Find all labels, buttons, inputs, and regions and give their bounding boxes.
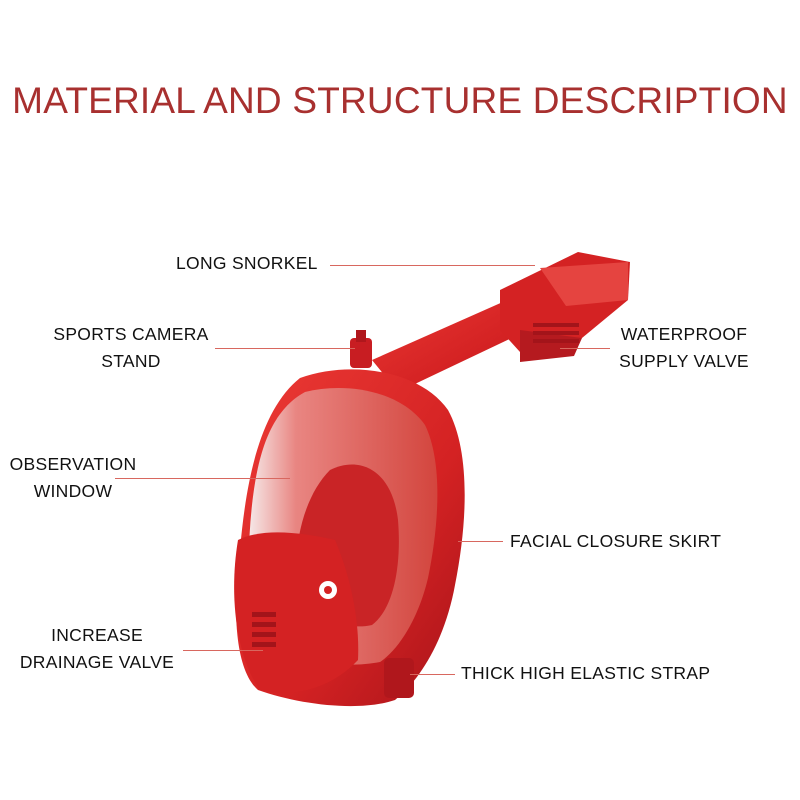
label-long-snorkel: LONG SNORKEL	[176, 253, 318, 273]
leader-line-valve	[560, 348, 610, 349]
label-sports-camera-line2: STAND	[101, 351, 161, 371]
label-drainage-line1: INCREASE	[51, 625, 143, 645]
leader-line-strap	[410, 674, 455, 675]
label-thick-elastic-strap: THICK HIGH ELASTIC STRAP	[461, 663, 711, 683]
label-facial-closure-skirt: FACIAL CLOSURE SKIRT	[510, 531, 722, 551]
leader-line-snorkel	[330, 265, 535, 266]
label-observation-line1: OBSERVATION	[9, 454, 137, 474]
label-supply-valve-line1: WATERPROOF	[620, 324, 748, 344]
label-sports-camera-stand: SPORTS CAMERA STAND	[40, 321, 222, 375]
snorkel-tube	[372, 252, 630, 392]
label-observation-window: OBSERVATION WINDOW	[0, 451, 146, 505]
leader-line-drainage	[183, 650, 263, 651]
label-increase-drainage-valve: INCREASE DRAINAGE VALVE	[12, 622, 182, 676]
label-observation-line2: WINDOW	[33, 481, 113, 501]
mask-frame	[234, 369, 465, 707]
camera-mount	[350, 330, 372, 368]
leader-line-camera	[215, 348, 355, 349]
label-waterproof-supply-valve: WATERPROOF SUPPLY VALVE	[608, 321, 760, 375]
leader-line-window	[115, 478, 290, 479]
label-supply-valve-line2: SUPPLY VALVE	[619, 351, 749, 371]
leader-line-skirt	[458, 541, 503, 542]
label-drainage-line2: DRAINAGE VALVE	[19, 652, 175, 672]
page-title: MATERIAL AND STRUCTURE DESCRIPTION	[12, 80, 788, 121]
label-sports-camera-line1: SPORTS CAMERA	[53, 324, 209, 344]
